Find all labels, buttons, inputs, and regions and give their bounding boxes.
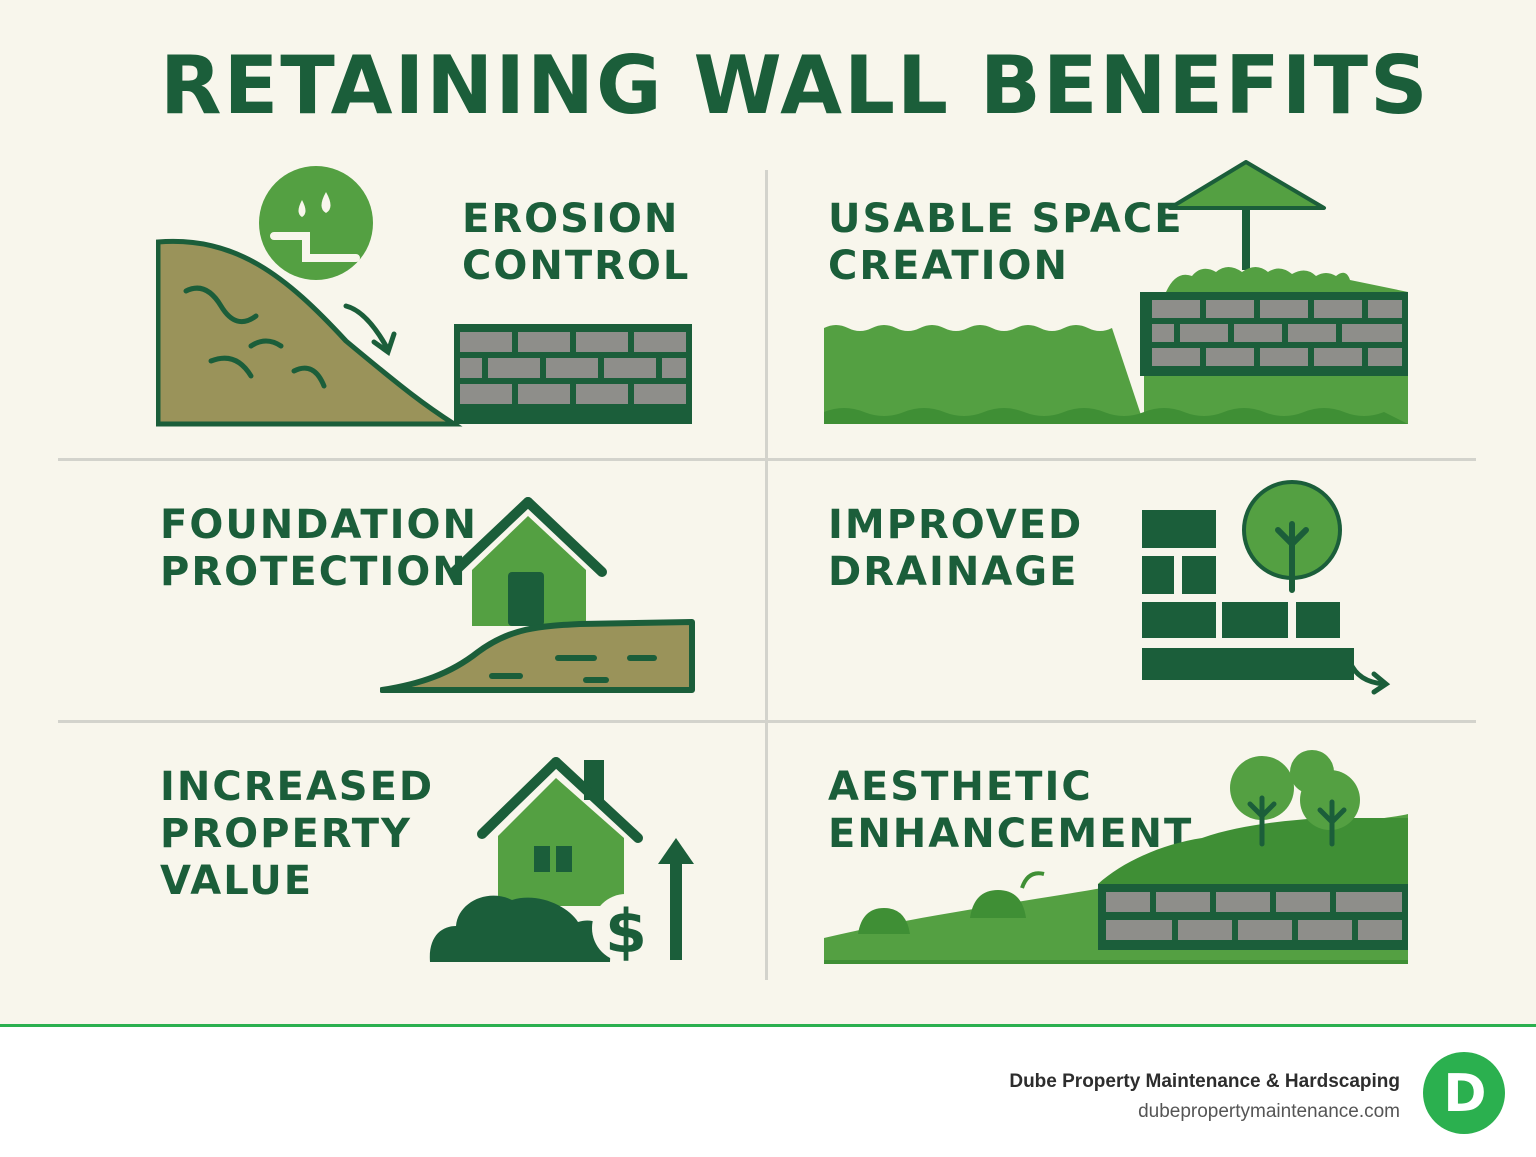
company-name: Dube Property Maintenance & Hardscaping [1009,1071,1400,1092]
svg-text:$: $ [605,897,647,966]
umbrella-terrace-icon [824,160,1408,424]
house-on-slope-icon [380,497,695,693]
landscape-wall-icon [824,750,1408,964]
house-dollar-icon: $ [429,757,694,966]
horizontal-divider-1 [58,458,1476,461]
vertical-divider [765,170,768,980]
block-wall-tree-icon [1142,480,1391,695]
company-logo-icon: D [1423,1052,1505,1134]
erosion-slope-wall-icon [156,166,692,427]
footer: Dube Property Maintenance & Hardscaping … [0,1024,1536,1157]
horizontal-divider-2 [58,720,1476,723]
website-link[interactable]: dubepropertymaintenance.com [1138,1101,1400,1122]
page-title: RETAINING WALL BENEFITS [160,39,1430,132]
svg-text:D: D [1443,1064,1486,1124]
